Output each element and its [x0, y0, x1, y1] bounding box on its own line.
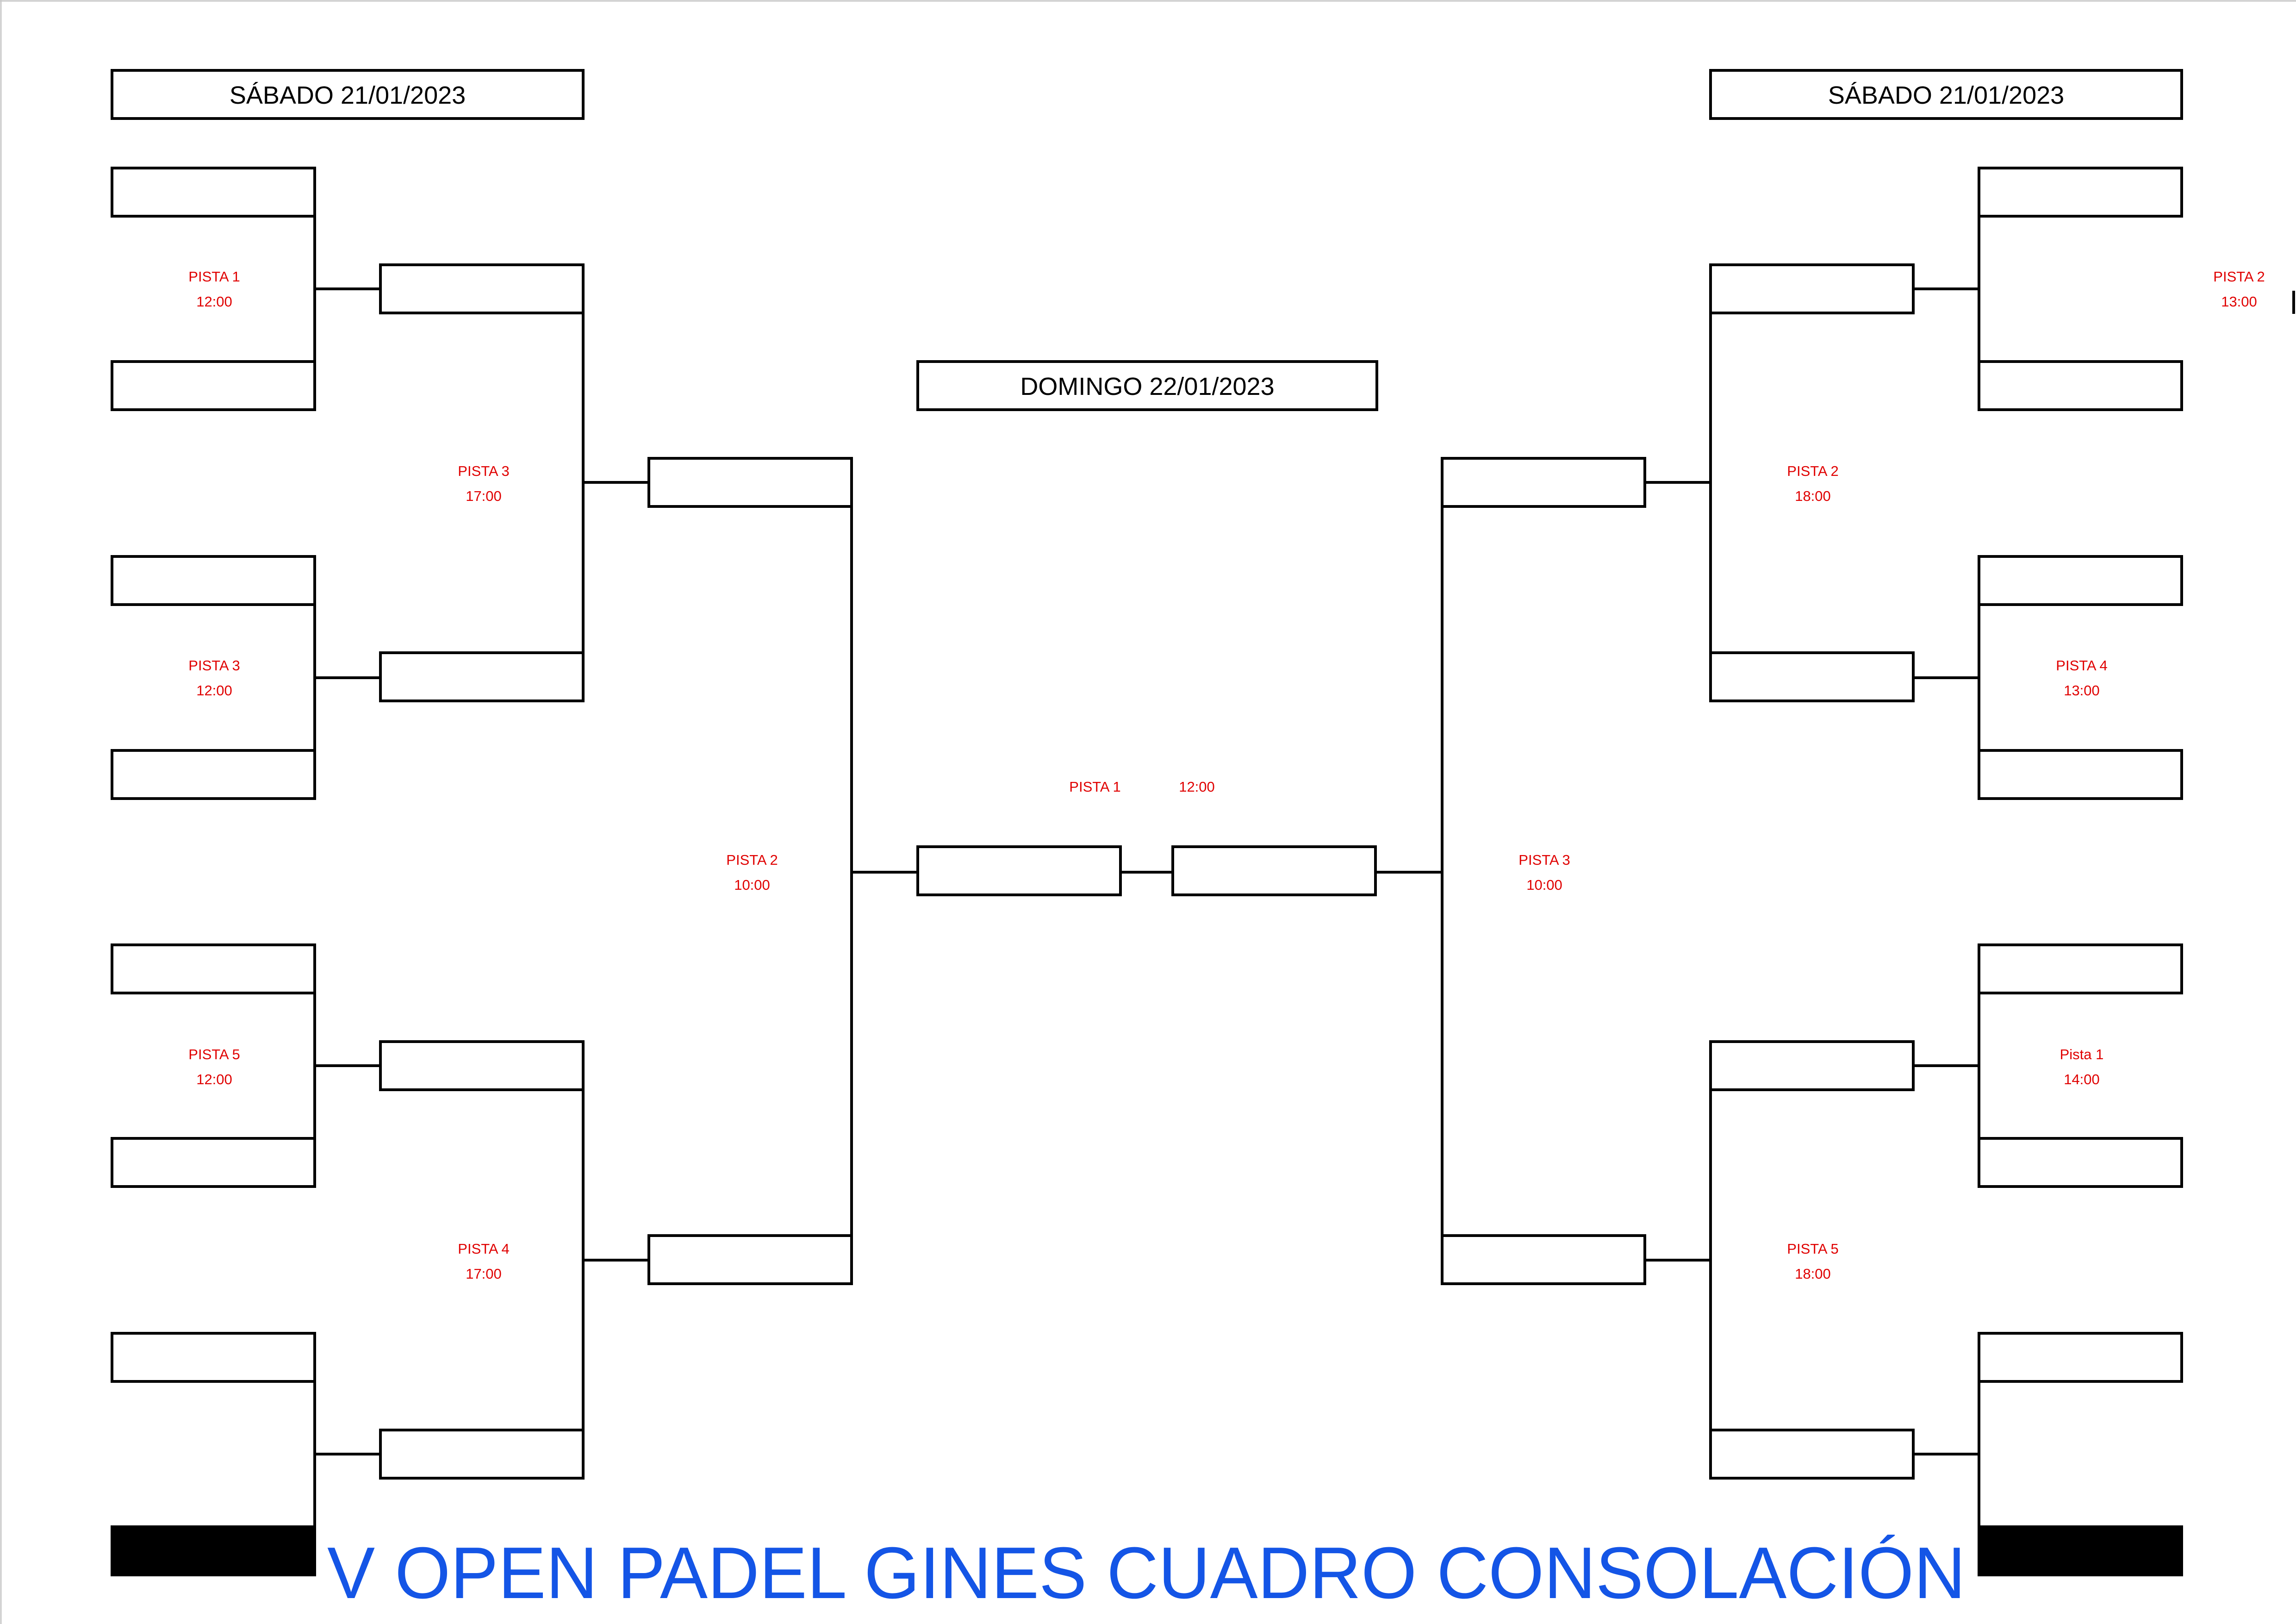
right-r1-slot-5[interactable]	[1978, 943, 2183, 994]
right-r1-slot-7[interactable]	[1978, 1332, 2183, 1383]
right-r1-connector-3	[1913, 969, 1980, 1162]
left-semi-connector	[850, 506, 918, 1236]
right-r1-match-1-time: 13:00	[2221, 294, 2257, 310]
left-day-header-text: SÁBADO 21/01/2023	[230, 81, 466, 109]
left-r1-slot-1[interactable]	[111, 167, 316, 218]
final-slot-right[interactable]	[1171, 845, 1377, 896]
right-r2-connector-2	[1645, 1066, 1712, 1454]
left-r1-match-3-time: 12:00	[196, 1071, 232, 1087]
left-r1-match-2-time: 12:00	[196, 682, 232, 699]
left-r1-connector-2	[313, 605, 380, 750]
left-r2-match-2-court: PISTA 4	[458, 1241, 509, 1257]
right-r2-match-2-court: PISTA 5	[1787, 1241, 1838, 1257]
center-day-header: DOMINGO 22/01/2023	[916, 360, 1378, 411]
left-semi-court: PISTA 2	[726, 852, 778, 868]
right-r2-match-1-time: 18:00	[1795, 488, 1831, 504]
left-r1-match-1-time: 12:00	[196, 294, 232, 310]
left-semi-slot-1[interactable]	[647, 457, 853, 508]
right-r1-slot-4[interactable]	[1978, 749, 2183, 800]
right-r2-slot-1[interactable]	[1709, 263, 1915, 314]
left-r1-match-1-court: PISTA 1	[188, 269, 240, 285]
final-time: 12:00	[1179, 779, 1215, 795]
right-r1-slot-3[interactable]	[1978, 555, 2183, 606]
right-semi-slot-2[interactable]	[1441, 1234, 1646, 1285]
left-r1-slot-5[interactable]	[111, 943, 316, 994]
right-r1-connector-1	[1913, 192, 1980, 386]
tournament-title: V OPEN PADEL GINES CUADRO CONSOLACIÓN	[327, 1532, 1966, 1614]
right-r1-connector-2	[1913, 581, 1980, 775]
left-r1-match-2-court: PISTA 3	[188, 657, 240, 674]
right-r1-slot-2[interactable]	[1978, 360, 2183, 411]
right-r2-match-1-court: PISTA 2	[1787, 463, 1838, 479]
left-r2-slot-4[interactable]	[379, 1429, 585, 1480]
left-r2-connector-2	[582, 1090, 649, 1430]
left-r2-slot-3[interactable]	[379, 1040, 585, 1091]
left-r2-match-2-time: 17:00	[466, 1266, 502, 1282]
right-day-header: SÁBADO 21/01/2023	[1709, 69, 2183, 120]
right-semi-time: 10:00	[1526, 877, 1562, 893]
left-r1-slot-8-filled	[111, 1525, 316, 1576]
right-r1-slot-1[interactable]	[1978, 167, 2183, 218]
right-semi-court: PISTA 3	[1518, 852, 1570, 868]
left-day-header: SÁBADO 21/01/2023	[111, 69, 585, 120]
left-r1-connector-3	[313, 993, 380, 1138]
right-r1-match-3-time: 14:00	[2064, 1071, 2100, 1087]
left-semi-time: 10:00	[734, 877, 770, 893]
final-court: PISTA 1	[1069, 779, 1120, 795]
left-r2-slot-2[interactable]	[379, 651, 585, 702]
right-r1-match-3-court: Pista 1	[2060, 1046, 2104, 1062]
center-day-header-text: DOMINGO 22/01/2023	[1020, 373, 1274, 400]
right-semi-connector	[1375, 506, 1444, 1236]
left-r1-slot-2[interactable]	[111, 360, 316, 411]
right-r2-connector-1	[1645, 289, 1712, 678]
right-r1-match-2-time: 13:00	[2064, 682, 2100, 699]
right-r2-match-2-time: 18:00	[1795, 1266, 1831, 1282]
left-semi-slot-2[interactable]	[647, 1234, 853, 1285]
right-r1-match-1-court: PISTA 2	[2213, 269, 2265, 285]
right-day-header-box	[1709, 69, 2183, 120]
left-r1-slot-6[interactable]	[111, 1137, 316, 1188]
left-r2-match-1-time: 17:00	[466, 488, 502, 504]
right-semi-slot-1[interactable]	[1441, 457, 1646, 508]
right-r1-slot-8-filled	[1978, 1525, 2183, 1576]
left-r1-slot-3[interactable]	[111, 555, 316, 606]
left-r2-match-1-court: PISTA 3	[458, 463, 509, 479]
right-r1-slot-6[interactable]	[1978, 1137, 2183, 1188]
left-r2-slot-1[interactable]	[379, 263, 585, 314]
final-slot-left[interactable]	[916, 845, 1122, 896]
left-r1-connector-1	[313, 216, 380, 362]
right-r2-slot-2[interactable]	[1709, 651, 1915, 702]
right-r1-connector-4	[1913, 1357, 1980, 1551]
left-r1-slot-7[interactable]	[111, 1332, 316, 1383]
left-r1-match-3-court: PISTA 5	[188, 1046, 240, 1062]
left-day-header-box	[111, 69, 585, 120]
left-r2-connector-1	[582, 313, 649, 653]
right-day-header-text: SÁBADO 21/01/2023	[1828, 81, 2064, 109]
center-day-header-box	[916, 360, 1378, 411]
right-r1-match-2-court: PISTA 4	[2056, 657, 2107, 674]
left-r1-connector-4	[313, 1381, 380, 1527]
right-r2-slot-3[interactable]	[1709, 1040, 1915, 1091]
right-r2-slot-4[interactable]	[1709, 1429, 1915, 1480]
left-r1-slot-4[interactable]	[111, 749, 316, 800]
